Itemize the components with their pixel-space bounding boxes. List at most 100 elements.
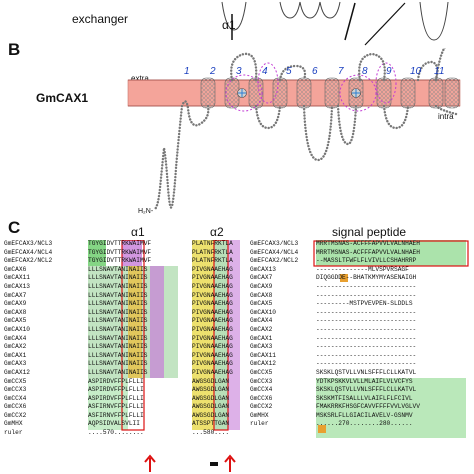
right-sequence-row: --------------------------- [316,317,417,325]
left-row-name: GmCCX2 [4,411,27,419]
mid-sequence-row: ...580.... [192,429,230,437]
left-sequence-row: LLLSNAVTANINAIIS [88,317,148,325]
alpha1-header: α1 [131,225,145,239]
panel-c-letter: C [8,218,21,237]
right-sequence-row: --------------------------- [316,308,417,316]
right-sequence-row: --MASSLTFWFLFLVIVLLCSHAHRRP [316,257,417,265]
right-sequence-row: ---------MSTPVEVPEN-SLDDLS [316,300,413,308]
right-row-name: GmCAX10 [250,308,276,316]
left-row-name: GmCAX4 [4,334,27,342]
left-row-name: GmCAX3 [4,360,27,368]
right-row-name: ruler [250,420,269,428]
panel-b-letter: B [8,40,21,59]
left-row-name: ruler [4,429,23,437]
right-sequence-row: --------------------------- [316,334,417,342]
tm-helix-5 [296,77,312,109]
left-row-name: GmCAX5 [4,317,27,325]
right-sequence-row: SKSKMTFISALLLVLAIFLFLFCIVL [316,394,413,402]
right-row-name: GmCCX3 [250,377,273,385]
left-row-name: GmCAX13 [4,282,30,290]
right-row-name: GmMHX [250,411,269,419]
mid-sequence-row: PIVGNAAEHAG [192,351,233,359]
mid-sequence-row: PIVGNAAEHAG [192,282,233,290]
right-row-name: GmCAX12 [250,360,276,368]
left-row-name: GmMHX [4,420,23,428]
right-row-name: GmCCX5 [250,368,273,376]
left-sequence-row: AQPSIDVALSVLII [88,420,140,428]
left-row-name: GmEFCAX3/NCL3 [4,240,53,247]
left-row-name: GmCAX8 [4,308,27,316]
n-terminus-label: H₂N- [138,208,154,215]
right-sequence-row: MRRTMSNAS-ACFFFAPVVLVALNHAEH [316,248,420,256]
left-sequence-row: LLLSNAVTANINAIIS [88,368,148,376]
right-sequence-row: SKSKLQSTVLLVNLSFFFLCLLKATVL [316,368,417,376]
left-row-name: GmCAX12 [4,368,30,376]
extra-label: extra [131,74,149,83]
membrane-topology [127,48,461,212]
mid-sequence-row: PIVGNAAEHAG [192,360,233,368]
left-sequence-row: LLLSNAVTANINAIIS [88,300,148,308]
right-sequence-row: --------------MLVSPVRSAGF [316,265,409,273]
mid-sequence-row: AWGSGDLGAN [192,386,230,394]
left-sequence-row: LLLSNAVTANINAIIS [88,334,148,342]
right-sequence-row: --------------------------- [316,360,417,368]
tm-number-8: 8 [362,66,368,77]
tm-number-9: 9 [386,66,392,77]
tm-helix-10 [428,77,444,109]
tm-helix-4 [272,77,288,109]
ion-site-1 [237,88,247,98]
mid-sequence-row: PLATNFRKTLA [192,240,233,247]
alignment-shading [88,240,469,472]
right-row-name: GmCAX9 [250,282,273,290]
right-sequence-row: MRRTMSNAS-ACFFFAPVVLVALNHAEH [316,240,420,247]
tm-number-3: 3 [236,66,242,77]
top-panel-topology [221,1,449,46]
left-sequence-row: LLLSNAVTANINAIIS [88,274,148,282]
tm-number-2: 2 [210,66,216,77]
left-sequence-row: LLLSNAVTANINAIIS [88,351,148,359]
arrow-alpha1 [144,454,156,472]
left-row-name: GmCAX2 [4,343,27,351]
mid-sequence-row: PIVGNAAEHAG [192,317,233,325]
mid-sequence-row: PIVGNAAEHAG [192,325,233,333]
right-sequence-row: FMAKRRKFHSGFCAVVFFFFVVLVGLVV [316,403,420,411]
tm-helix-3 [248,77,264,109]
mid-sequence-row: AWGSGDLGAN [192,403,230,411]
left-row-name: GmEFCAX2/NCL2 [4,257,53,265]
left-row-name: GmCAX1 [4,351,27,359]
mid-sequence-row: PIVGNAAEHAG [192,343,233,351]
right-row-name: GmCAX2 [250,325,273,333]
left-sequence-row: LLLSNAVTANINAIIS [88,282,148,290]
right-sequence-row: MSKSRLFLLGIACILAVELV-GSNMV [316,411,413,419]
left-row-name: GmCAX11 [4,274,30,282]
right-sequence-row: --------------------------- [316,343,417,351]
tm-helix-8 [376,77,392,109]
right-row-name: GmCAX7 [250,274,273,282]
mid-sequence-row: PIVGNAAEHAG [192,300,233,308]
tm-helix-9 [400,77,416,109]
tm-helix-6 [324,77,340,109]
tm-number-5: 5 [286,66,292,77]
right-row-name: GmCAX8 [250,291,273,299]
left-sequence-row: LLLSNAVTANINAIIS [88,291,148,299]
left-sequence-row: LLLSNAVTANINAIIS [88,343,148,351]
ion-site-2 [351,88,361,98]
right-row-name: GmCAX13 [250,265,276,273]
right-sequence-row: YDTKPSKKVLVLLMLAIFLVLVCFYS [316,377,413,385]
tm-number-7: 7 [338,66,344,77]
tm-number-11: 11 [434,66,445,77]
right-row-name: GmEFCAX4/NCL4 [250,248,299,256]
left-sequence-row: LLLSNAVTANINAIIS [88,308,148,316]
arrow-alpha2 [224,454,236,472]
tm-helix-11 [444,77,460,109]
left-sequence-row: LLLSNAVTANINAIIS [88,325,148,333]
mid-sequence-row: PLATNFRKTLA [192,248,233,256]
intra-label: intra [438,112,454,121]
mid-sequence-row: AWGSGDLGAN [192,377,230,385]
right-row-name: GmCAX5 [250,300,273,308]
left-row-name: GmCCX4 [4,394,27,402]
